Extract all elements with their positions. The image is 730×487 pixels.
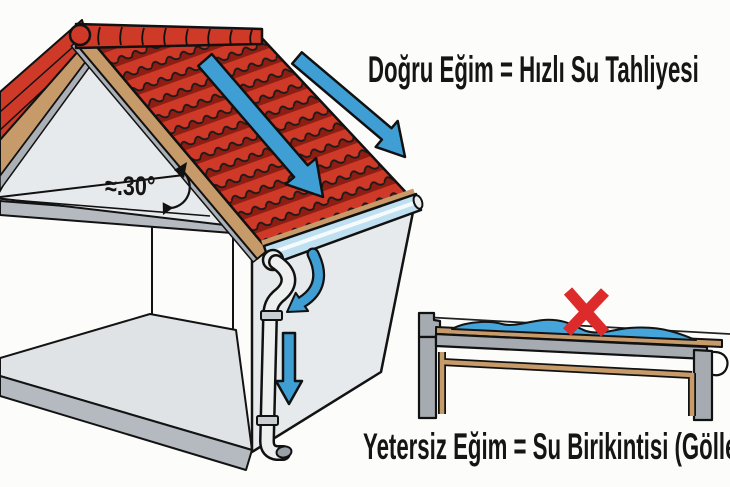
angle-arrowhead-top <box>174 162 187 178</box>
flat-roof-scene <box>417 287 730 422</box>
pipe-bracket <box>256 415 279 426</box>
downspout <box>256 254 297 461</box>
ridge-cap <box>68 22 264 50</box>
water-flow-arrows <box>196 51 407 406</box>
gutter-highlight <box>267 200 418 256</box>
pipe-bracket <box>260 310 283 321</box>
left-support-wall <box>417 335 438 420</box>
gutter <box>261 188 424 272</box>
ridge-band <box>74 22 264 50</box>
gutter-end-right <box>412 194 424 210</box>
floor-edge-band <box>0 375 253 471</box>
downspout-outlet <box>275 445 293 459</box>
downspout-pipe <box>261 256 294 459</box>
floor-slab <box>0 313 253 451</box>
sky-flow-arrow-icon <box>290 51 407 159</box>
angle-arc <box>166 169 191 210</box>
gutter-arrow-icon <box>297 249 323 307</box>
right-support-wall <box>692 348 714 422</box>
roof-angle-label: ≈.30° <box>105 171 156 201</box>
angle-annotation <box>0 162 211 217</box>
x-mark-icon <box>563 287 610 337</box>
ridge-tile-joints <box>97 26 253 46</box>
inner-lining <box>439 352 695 416</box>
angle-arrowhead-bottom <box>162 202 174 215</box>
downspout-arrow-icon <box>274 331 304 406</box>
left-roof-plane <box>0 19 97 191</box>
angle-lower-line <box>0 198 211 217</box>
caption-insufficient-slope: Yetersiz Eğim = Su Birikintisi (Göllenme… <box>363 426 730 467</box>
eave-batten <box>261 188 415 246</box>
ridge-end-cap <box>68 23 92 47</box>
roof-flow-arrow-icon <box>196 52 325 199</box>
title-correct-slope: Doğru Eğim = Hızlı Su Tahliyesi <box>368 49 699 90</box>
angle-upper-line <box>0 174 185 198</box>
